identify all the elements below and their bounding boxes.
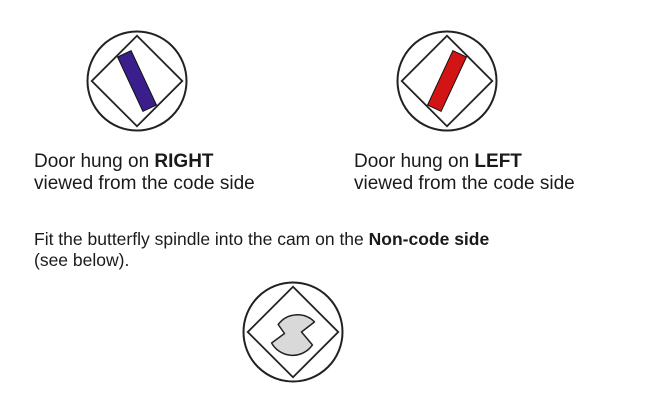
non-code-side-label: Non-code side xyxy=(368,229,490,249)
right-hung-caption-line2: viewed from the code side xyxy=(34,173,255,194)
right-hung-cam-diagram xyxy=(86,30,188,132)
left-hung-cam-diagram xyxy=(396,30,498,132)
left-hung-caption-line2: viewed from the code side xyxy=(354,173,575,194)
right-hung-side-label: RIGHT xyxy=(154,151,214,172)
right-hung-caption: Door hung on RIGHT viewed from the code … xyxy=(34,151,255,195)
spindle-bar-left xyxy=(426,49,468,113)
spindle-instruction-line2: (see below). xyxy=(34,250,130,270)
spindle-instruction: Fit the butterfly spindle into the cam o… xyxy=(34,229,489,271)
left-hung-caption-line1: Door hung on LEFT xyxy=(354,151,522,172)
butterfly-spindle-shape xyxy=(270,314,316,357)
left-hung-side-label: LEFT xyxy=(474,151,522,172)
right-hung-caption-line1: Door hung on RIGHT xyxy=(34,151,214,172)
spindle-bar-right xyxy=(116,49,158,113)
butterfly-spindle-cam-diagram xyxy=(242,281,344,383)
spindle-instruction-line1: Fit the butterfly spindle into the cam o… xyxy=(34,229,490,249)
left-hung-caption: Door hung on LEFT viewed from the code s… xyxy=(354,151,575,195)
